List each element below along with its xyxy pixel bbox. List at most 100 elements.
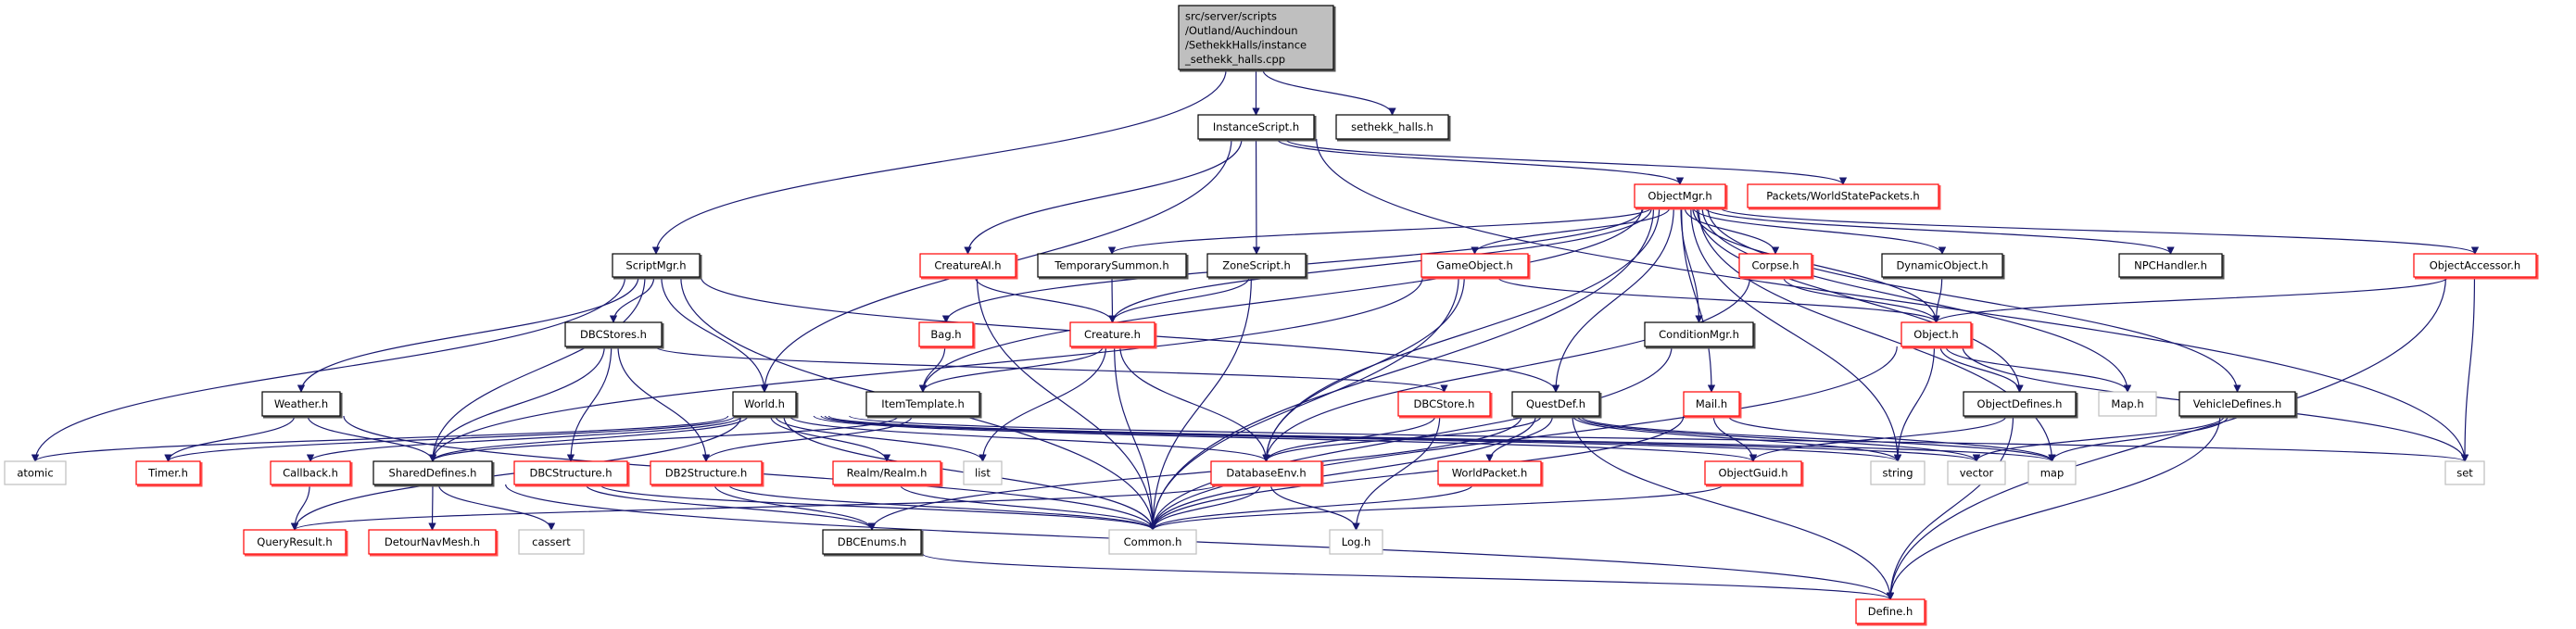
node-box [1206, 253, 1307, 278]
node-label: World.h [744, 397, 785, 410]
node-define[interactable]: Define.h [1855, 598, 1927, 626]
node-label: map [2040, 467, 2065, 480]
node-label: vector [1960, 467, 1994, 480]
node-dbcstores[interactable]: DBCStores.h [564, 321, 664, 349]
node-box [1634, 183, 1726, 208]
node-questdef[interactable]: QuestDef.h [1511, 391, 1602, 419]
node-shadow [1199, 116, 1317, 142]
node-packets[interactable]: Packets/WorldStatePackets.h [1747, 183, 1941, 210]
node-objectguid[interactable]: ObjectGuid.h [1704, 460, 1804, 487]
node-set[interactable]: set [2444, 460, 2485, 485]
node-creatureai[interactable]: CreatureAI.h [919, 253, 1018, 280]
node-objectmgr[interactable]: ObjectMgr.h [1634, 183, 1728, 210]
node-object[interactable]: Object.h [1900, 321, 1974, 349]
node-dbcstore[interactable]: DBCStore.h [1397, 391, 1493, 419]
node-label: CreatureAI.h [934, 259, 1001, 272]
node-mail[interactable]: Mail.h [1683, 391, 1742, 419]
edge-world-to-realm [770, 415, 891, 462]
node-label: Mail.h [1696, 397, 1727, 410]
node-box [822, 529, 922, 555]
edge-db2structure-to-common [727, 484, 1157, 531]
node-shareddefines[interactable]: SharedDefines.h [373, 460, 495, 487]
node-string[interactable]: string [1870, 460, 1926, 485]
node-detournavmesh[interactable]: DetourNavMesh.h [368, 529, 499, 557]
node-label: Weather.h [274, 397, 328, 410]
node-db2structure[interactable]: DB2Structure.h [650, 460, 764, 487]
edge-scriptmgr-to-dbcstores [609, 276, 655, 323]
node-dbcstructure[interactable]: DBCStructure.h [513, 460, 630, 487]
node-list[interactable]: list [963, 460, 1003, 485]
node-instancescript[interactable]: InstanceScript.h [1197, 114, 1317, 142]
edge-scriptmgr-to-shareddefines [428, 276, 646, 462]
edge-world-to-shareddefines [428, 415, 749, 462]
node-box [2098, 391, 2157, 417]
node-conditionmgr[interactable]: ConditionMgr.h [1644, 321, 1756, 349]
node-sethekk[interactable]: sethekk_halls.h [1335, 114, 1451, 142]
node-npchandler[interactable]: NPCHandler.h [2118, 253, 2225, 280]
node-databaseenv[interactable]: DatabaseEnv.h [1210, 460, 1324, 487]
node-label: ObjectGuid.h [1718, 467, 1787, 480]
node-callback[interactable]: Callback.h [270, 460, 353, 487]
node-common[interactable]: Common.h [1108, 529, 1197, 555]
node-itemtemplate[interactable]: ItemTemplate.h [865, 391, 982, 419]
node-shadow [515, 462, 630, 487]
node-maph[interactable]: Map.h [2098, 391, 2157, 417]
node-objectaccessor[interactable]: ObjectAccessor.h [2413, 253, 2539, 280]
edge-instancescript-to-set [1316, 138, 2469, 462]
node-gameobject[interactable]: GameObject.h [1421, 253, 1531, 280]
node-label: cassert [532, 535, 571, 548]
node-corpse[interactable]: Corpse.h [1738, 253, 1814, 280]
node-label: atomic [17, 467, 53, 480]
node-cassert[interactable]: cassert [518, 529, 585, 555]
node-label: Object.h [1913, 328, 1958, 341]
node-label: GameObject.h [1436, 259, 1513, 272]
node-vehicledefines[interactable]: VehicleDefines.h [2178, 391, 2298, 419]
edge-creature-to-itemtemplate [918, 346, 1104, 393]
edge-corpse-to-object [1783, 276, 1940, 323]
node-timer[interactable]: Timer.h [135, 460, 203, 487]
node-label: DynamicObject.h [1896, 259, 1988, 272]
node-root[interactable]: src/server/scripts/Outland/Auchindoun/Se… [1178, 5, 1336, 72]
node-box [1197, 114, 1315, 140]
node-label: WorldPacket.h [1452, 467, 1528, 480]
edge-objectmgr-to-corpse [1684, 207, 1780, 255]
node-box [1947, 460, 2006, 485]
node-tempsummon[interactable]: TemporarySummon.h [1037, 253, 1189, 280]
edge-objectmgr-to-string [1690, 207, 1902, 462]
node-label: NPCHandler.h [2134, 259, 2207, 272]
node-label: Bag.h [930, 328, 961, 341]
edge-gameobject-to-shareddefines [428, 276, 1423, 462]
node-box [368, 529, 497, 555]
node-atomic[interactable]: atomic [4, 460, 67, 485]
node-label: DBCEnums.h [838, 535, 907, 548]
node-log[interactable]: Log.h [1329, 529, 1383, 555]
node-box [1037, 253, 1187, 278]
node-realm[interactable]: Realm/Realm.h [832, 460, 943, 487]
node-shadow [1337, 116, 1451, 142]
node-objectdefines[interactable]: ObjectDefines.h [1963, 391, 2078, 419]
node-scriptmgr[interactable]: ScriptMgr.h [612, 253, 702, 280]
node-shadow [1399, 393, 1493, 419]
node-shadow [1212, 462, 1324, 487]
node-world[interactable]: World.h [732, 391, 799, 419]
node-shadow [1071, 323, 1157, 349]
node-map[interactable]: map [2027, 460, 2077, 485]
node-creature[interactable]: Creature.h [1069, 321, 1157, 349]
edge-root-to-scriptmgr [651, 69, 1227, 255]
edge-object-to-common [1148, 346, 1898, 531]
node-dynamicobject[interactable]: DynamicObject.h [1881, 253, 2005, 280]
node-zonescript[interactable]: ZoneScript.h [1206, 253, 1308, 280]
edge-dbcstores-to-db2structure [617, 346, 711, 462]
edge-world-to-set [849, 415, 2469, 462]
node-shadow [867, 393, 982, 419]
edge-questdef-to-define [1572, 415, 1895, 600]
node-queryresult[interactable]: QueryResult.h [243, 529, 348, 557]
edge-zonescript-to-creature [1108, 276, 1250, 323]
node-box [261, 391, 341, 417]
node-label: DBCStore.h [1414, 397, 1475, 410]
node-weather[interactable]: Weather.h [261, 391, 343, 419]
node-dbcenums[interactable]: DBCEnums.h [822, 529, 924, 557]
node-worldpacket[interactable]: WorldPacket.h [1437, 460, 1544, 487]
node-vector[interactable]: vector [1947, 460, 2006, 485]
node-bag[interactable]: Bag.h [918, 321, 976, 349]
